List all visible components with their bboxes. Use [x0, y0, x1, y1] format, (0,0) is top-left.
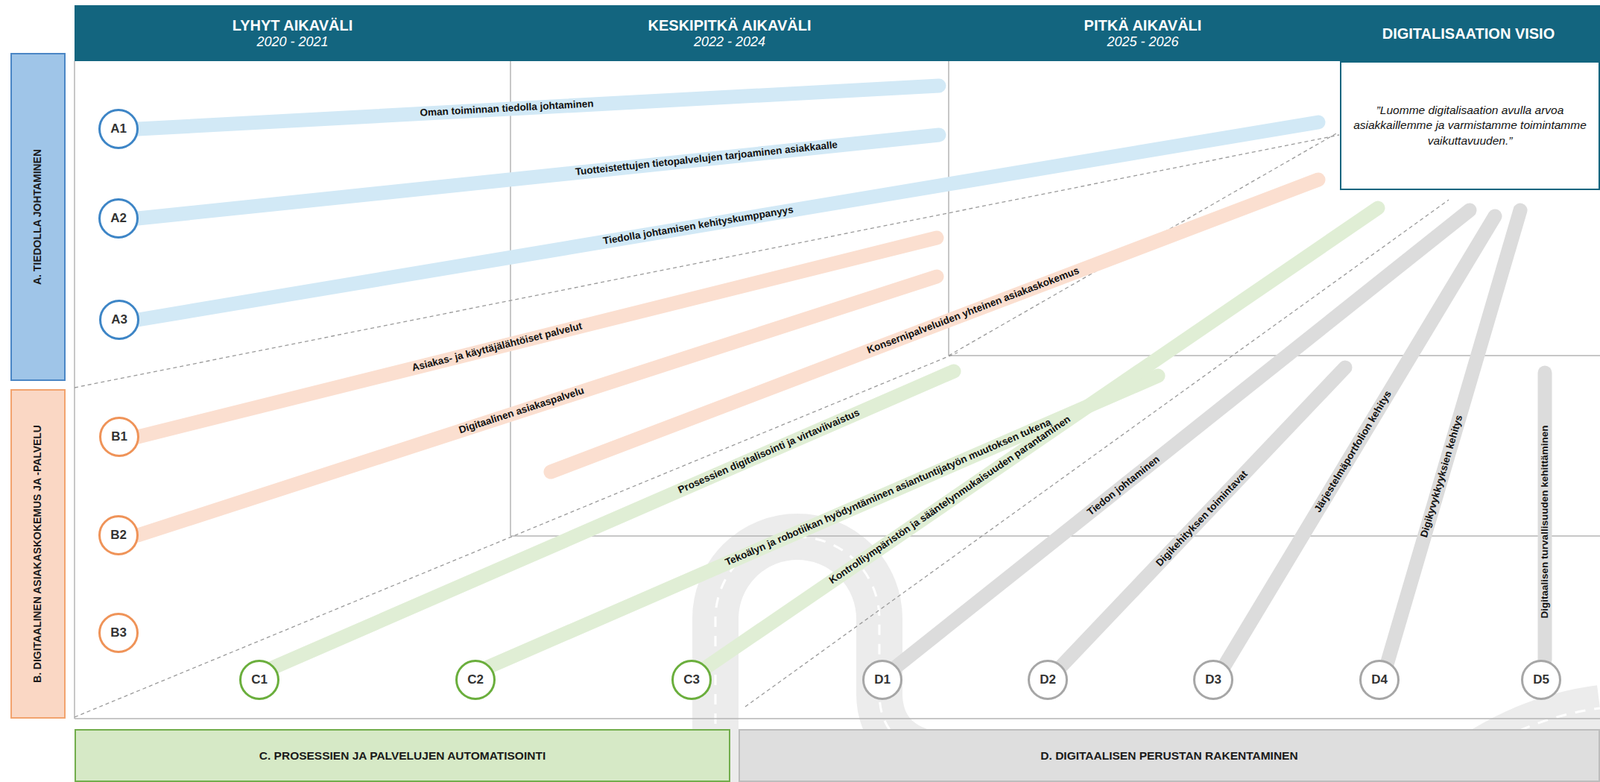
track-label: Oman toiminnan tiedolla johtaminen — [419, 99, 594, 120]
period-header: KESKIPITKÄ AIKAVÄLI2022 - 2024 — [510, 5, 949, 62]
header-bar — [74, 5, 1600, 62]
initiative-id: D5 — [1532, 672, 1550, 688]
initiative-circle: D3 — [1193, 659, 1234, 700]
track-line — [137, 237, 937, 437]
initiative-id: A2 — [110, 210, 127, 226]
grid-line — [947, 61, 950, 356]
initiative-circle: A3 — [99, 299, 140, 340]
initiative-circle: B1 — [99, 416, 140, 457]
initiative-circle: D4 — [1359, 659, 1400, 700]
vision-quote: ”Luomme digitalisaation avulla arvoa asi… — [1353, 102, 1587, 148]
grid-line — [74, 717, 1600, 720]
track-label: Digitaalinen asiakaspalvelu — [457, 385, 586, 436]
initiative-id: C1 — [251, 672, 268, 688]
track-label: Tiedolla johtamisen kehityskumppanyys — [602, 204, 795, 247]
initiative-circle: B3 — [98, 612, 139, 653]
initiative-circle: A1 — [98, 108, 139, 150]
initiative-circle: D5 — [1521, 659, 1562, 700]
dashed-line — [745, 199, 1449, 707]
theme-band: A. TIEDOLLA JOHTAMINEN — [10, 52, 66, 381]
track-label: Tiedon johtaminen — [1085, 453, 1162, 518]
track-line — [137, 85, 939, 129]
theme-band: B. DIGITAALINEN ASIAKASKOKEMUS JA -PALVE… — [10, 389, 66, 719]
track-label: Digikyvykkyyksien kehitys — [1418, 413, 1466, 539]
initiative-id: D4 — [1371, 672, 1388, 688]
period-title: KESKIPITKÄ AIKAVÄLI — [648, 16, 812, 35]
theme-title: B. DIGITAALINEN ASIAKASKOKEMUS JA -PALVE… — [31, 397, 44, 710]
initiative-id: B2 — [110, 527, 127, 543]
track-line — [1222, 216, 1495, 670]
initiative-id: C2 — [467, 672, 484, 688]
track-label: Asiakas- ja käyttäjälähtöiset palvelut — [411, 320, 584, 374]
track-label: Digikehityksen toimintavat — [1153, 468, 1250, 568]
initiative-circle: B2 — [98, 514, 139, 556]
initiative-circle: C2 — [455, 659, 496, 700]
track-line — [484, 375, 1159, 669]
initiative-circle: C1 — [239, 659, 280, 700]
vision-box: ”Luomme digitalisaation avulla arvoa asi… — [1339, 61, 1600, 191]
track-line — [1385, 210, 1521, 670]
track-line — [1058, 367, 1346, 670]
grid-line — [509, 61, 512, 536]
initiative-id: A1 — [110, 121, 127, 137]
initiative-id: C3 — [683, 672, 700, 688]
grid-line — [948, 354, 1600, 357]
period-title: DIGITALISAATION VISIO — [1382, 24, 1555, 43]
period-header: PITKÄ AIKAVÄLI2025 - 2026 — [948, 5, 1337, 62]
initiative-id: D2 — [1039, 672, 1056, 688]
period-header: LYHYT AIKAVÄLI2020 - 2021 — [74, 5, 511, 62]
track-label: Järjestelmäportfolion kehitys — [1312, 389, 1394, 515]
grid-line — [73, 61, 76, 719]
band-text-holder: A. TIEDOLLA JOHTAMINEN — [31, 61, 44, 372]
theme-band: C. PROSESSIEN JA PALVELUJEN AUTOMATISOIN… — [74, 728, 731, 782]
track-line — [892, 210, 1470, 670]
period-years: 2025 - 2026 — [1106, 34, 1179, 51]
track-label: Digitaalisen turvallisuuden kehittäminen — [1539, 425, 1551, 619]
period-title: PITKÄ AIKAVÄLI — [1084, 16, 1203, 35]
track-line — [1538, 372, 1553, 660]
theme-title: D. DIGITAALISEN PERUSTAN RAKENTAMINEN — [1040, 748, 1298, 763]
initiative-circle: D1 — [862, 659, 903, 700]
band-text-holder: B. DIGITAALINEN ASIAKASKOKEMUS JA -PALVE… — [31, 397, 44, 710]
period-years: 2022 - 2024 — [693, 34, 766, 51]
theme-band: D. DIGITAALISEN PERUSTAN RAKENTAMINEN — [738, 728, 1600, 782]
track-label: Konsernipalveluiden yhteinen asiakaskoke… — [865, 266, 1081, 357]
initiative-circle: A2 — [98, 198, 139, 239]
initiative-id: B1 — [111, 429, 128, 445]
period-years: 2020 - 2021 — [256, 34, 328, 51]
period-header: DIGITALISAATION VISIO — [1336, 5, 1600, 62]
theme-title: A. TIEDOLLA JOHTAMINEN — [31, 61, 44, 372]
timeline-grid — [74, 61, 1600, 719]
initiative-circle: D2 — [1027, 659, 1068, 700]
period-title: LYHYT AIKAVÄLI — [232, 16, 354, 35]
initiative-id: B3 — [110, 625, 127, 641]
theme-title: C. PROSESSIEN JA PALVELUJEN AUTOMATISOIN… — [259, 748, 546, 763]
track-line — [270, 371, 954, 669]
initiative-circle: C3 — [671, 659, 712, 700]
initiative-id: D1 — [874, 672, 891, 688]
track-lines — [137, 85, 1545, 670]
track-label: Tuotteistettujen tietopalvelujen tarjoam… — [575, 140, 839, 179]
track-line — [137, 276, 937, 536]
initiative-id: D3 — [1205, 672, 1222, 688]
initiative-id: A3 — [111, 312, 128, 328]
